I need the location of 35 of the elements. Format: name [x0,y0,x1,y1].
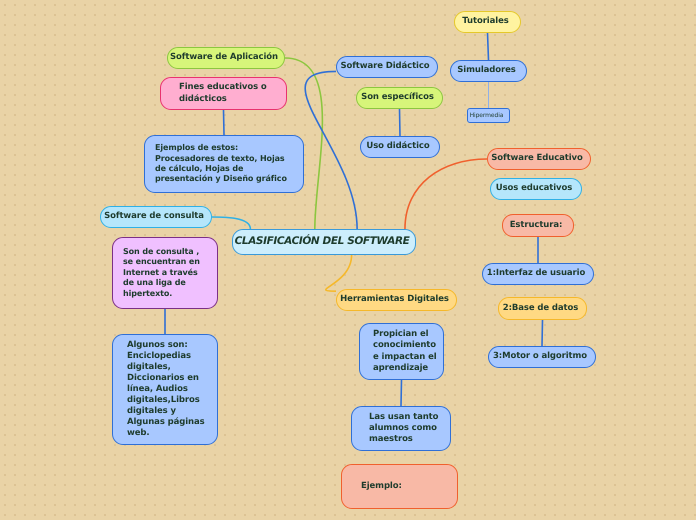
connector-line [541,320,544,346]
topic-box: 3:Motor o algoritmo [488,346,596,368]
connector-line [212,216,252,230]
topic-box: Son específicos [356,87,443,109]
topic-box: Simuladores [450,60,527,82]
connector-line [404,158,488,230]
connector-line [284,57,324,230]
topic-box: Software de consulta [100,206,212,228]
topic-box: Software Didáctico [336,56,438,78]
topic-box: 1:Interfaz de usuario [482,263,594,285]
topic-box: Uso didáctico [360,136,440,158]
topic-box: Algunos son: Enciclopedias digitales, Diccionarios en línea, Audios digitales,Libros digitales y Algunas páginas web. [112,334,218,445]
topic-box: Son de consulta , se encuentran en Internet a través de una liga de hipertexto. [112,237,218,309]
topic-box: Estructura: [502,214,574,237]
connector-line [486,32,490,60]
topic-box: 2:Base de datos [498,297,587,320]
topic-box: Software de Aplicación [167,47,285,69]
connector-line [304,70,358,230]
topic-box: Ejemplo: [341,464,458,509]
connector-line [398,108,401,136]
topic-box: Las usan tanto alumnos como maestros [351,406,451,451]
topic-box: Ejemplos de estos: Procesadores de texto, Hojas de cálculo, Hojas de presentación y Diseño gráfico [144,135,304,193]
connector-line [488,82,489,108]
topic-box: Propician el conocimiento e impactan el aprendizaje [359,323,444,380]
connector-line [164,309,166,334]
connector-line [400,380,402,406]
topic-box: Fines educativos o didácticos [160,77,287,110]
connector-line [222,110,225,136]
topic-box: Tutoriales [454,11,521,33]
central-topic: CLASIFICACIÓN DEL SOFTWARE [232,229,416,255]
connector-line [537,237,539,263]
topic-box: Software Educativo [487,148,591,170]
topic-box: Herramientas Digitales [336,289,457,311]
connector-line [325,254,352,292]
topic-box: Usos educativos [490,178,582,200]
